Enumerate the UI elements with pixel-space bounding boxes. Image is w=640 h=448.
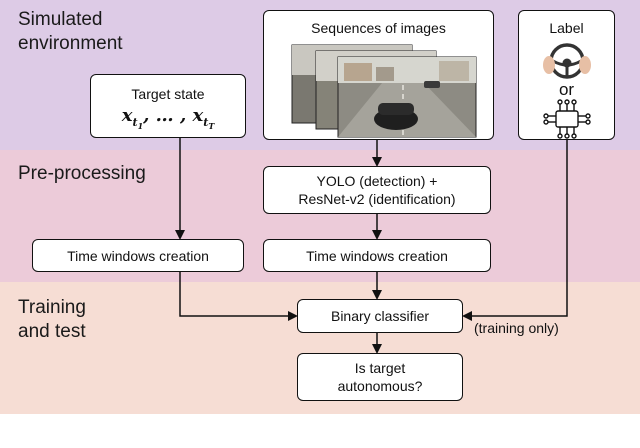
label-title: Label [549,20,584,36]
binary-classifier-box: Binary classifier [297,299,463,333]
yolo-resnet-box: YOLO (detection) + ResNet-v2 (identifica… [263,166,491,214]
steering-wheel-icon [543,43,591,79]
yolo-line2: ResNet-v2 (identification) [298,191,456,207]
time-windows-right-label: Time windows creation [306,247,448,264]
time-windows-left-box: Time windows creation [32,239,244,272]
band-label-preprocessing: Pre-processing [18,163,146,184]
arrow-left-windows-to-classifier [179,272,298,321]
yolo-line1: YOLO (detection) + [316,173,438,189]
binary-classifier-label: Binary classifier [330,308,430,324]
arrow-label-to-classifier [462,140,568,321]
band-label-training: Training and test [18,297,86,342]
time-windows-left-label: Time windows creation [67,247,209,264]
time-windows-right-box: Time windows creation [263,239,491,272]
target-state-title: Target state [131,86,205,102]
band-label-simulated: Simulated environment [18,9,123,54]
sequences-of-images-box: Sequences of images [263,10,494,140]
label-box: Label [518,10,615,140]
label-or-text: or [558,80,575,99]
output-question-box: Is target autonomous? [297,353,463,401]
output-line1: Is target [354,360,406,376]
target-state-formula: xt1, … , xtT [121,105,215,131]
target-state-box: Target state xt1, … , xtT [90,74,246,138]
sequences-title: Sequences of images [311,20,446,36]
training-only-note: (training only) [474,320,559,336]
output-line2: autonomous? [337,378,423,394]
chip-icon [543,99,591,139]
image-stack-illustration [291,44,477,138]
road-scene-frame [337,56,477,138]
